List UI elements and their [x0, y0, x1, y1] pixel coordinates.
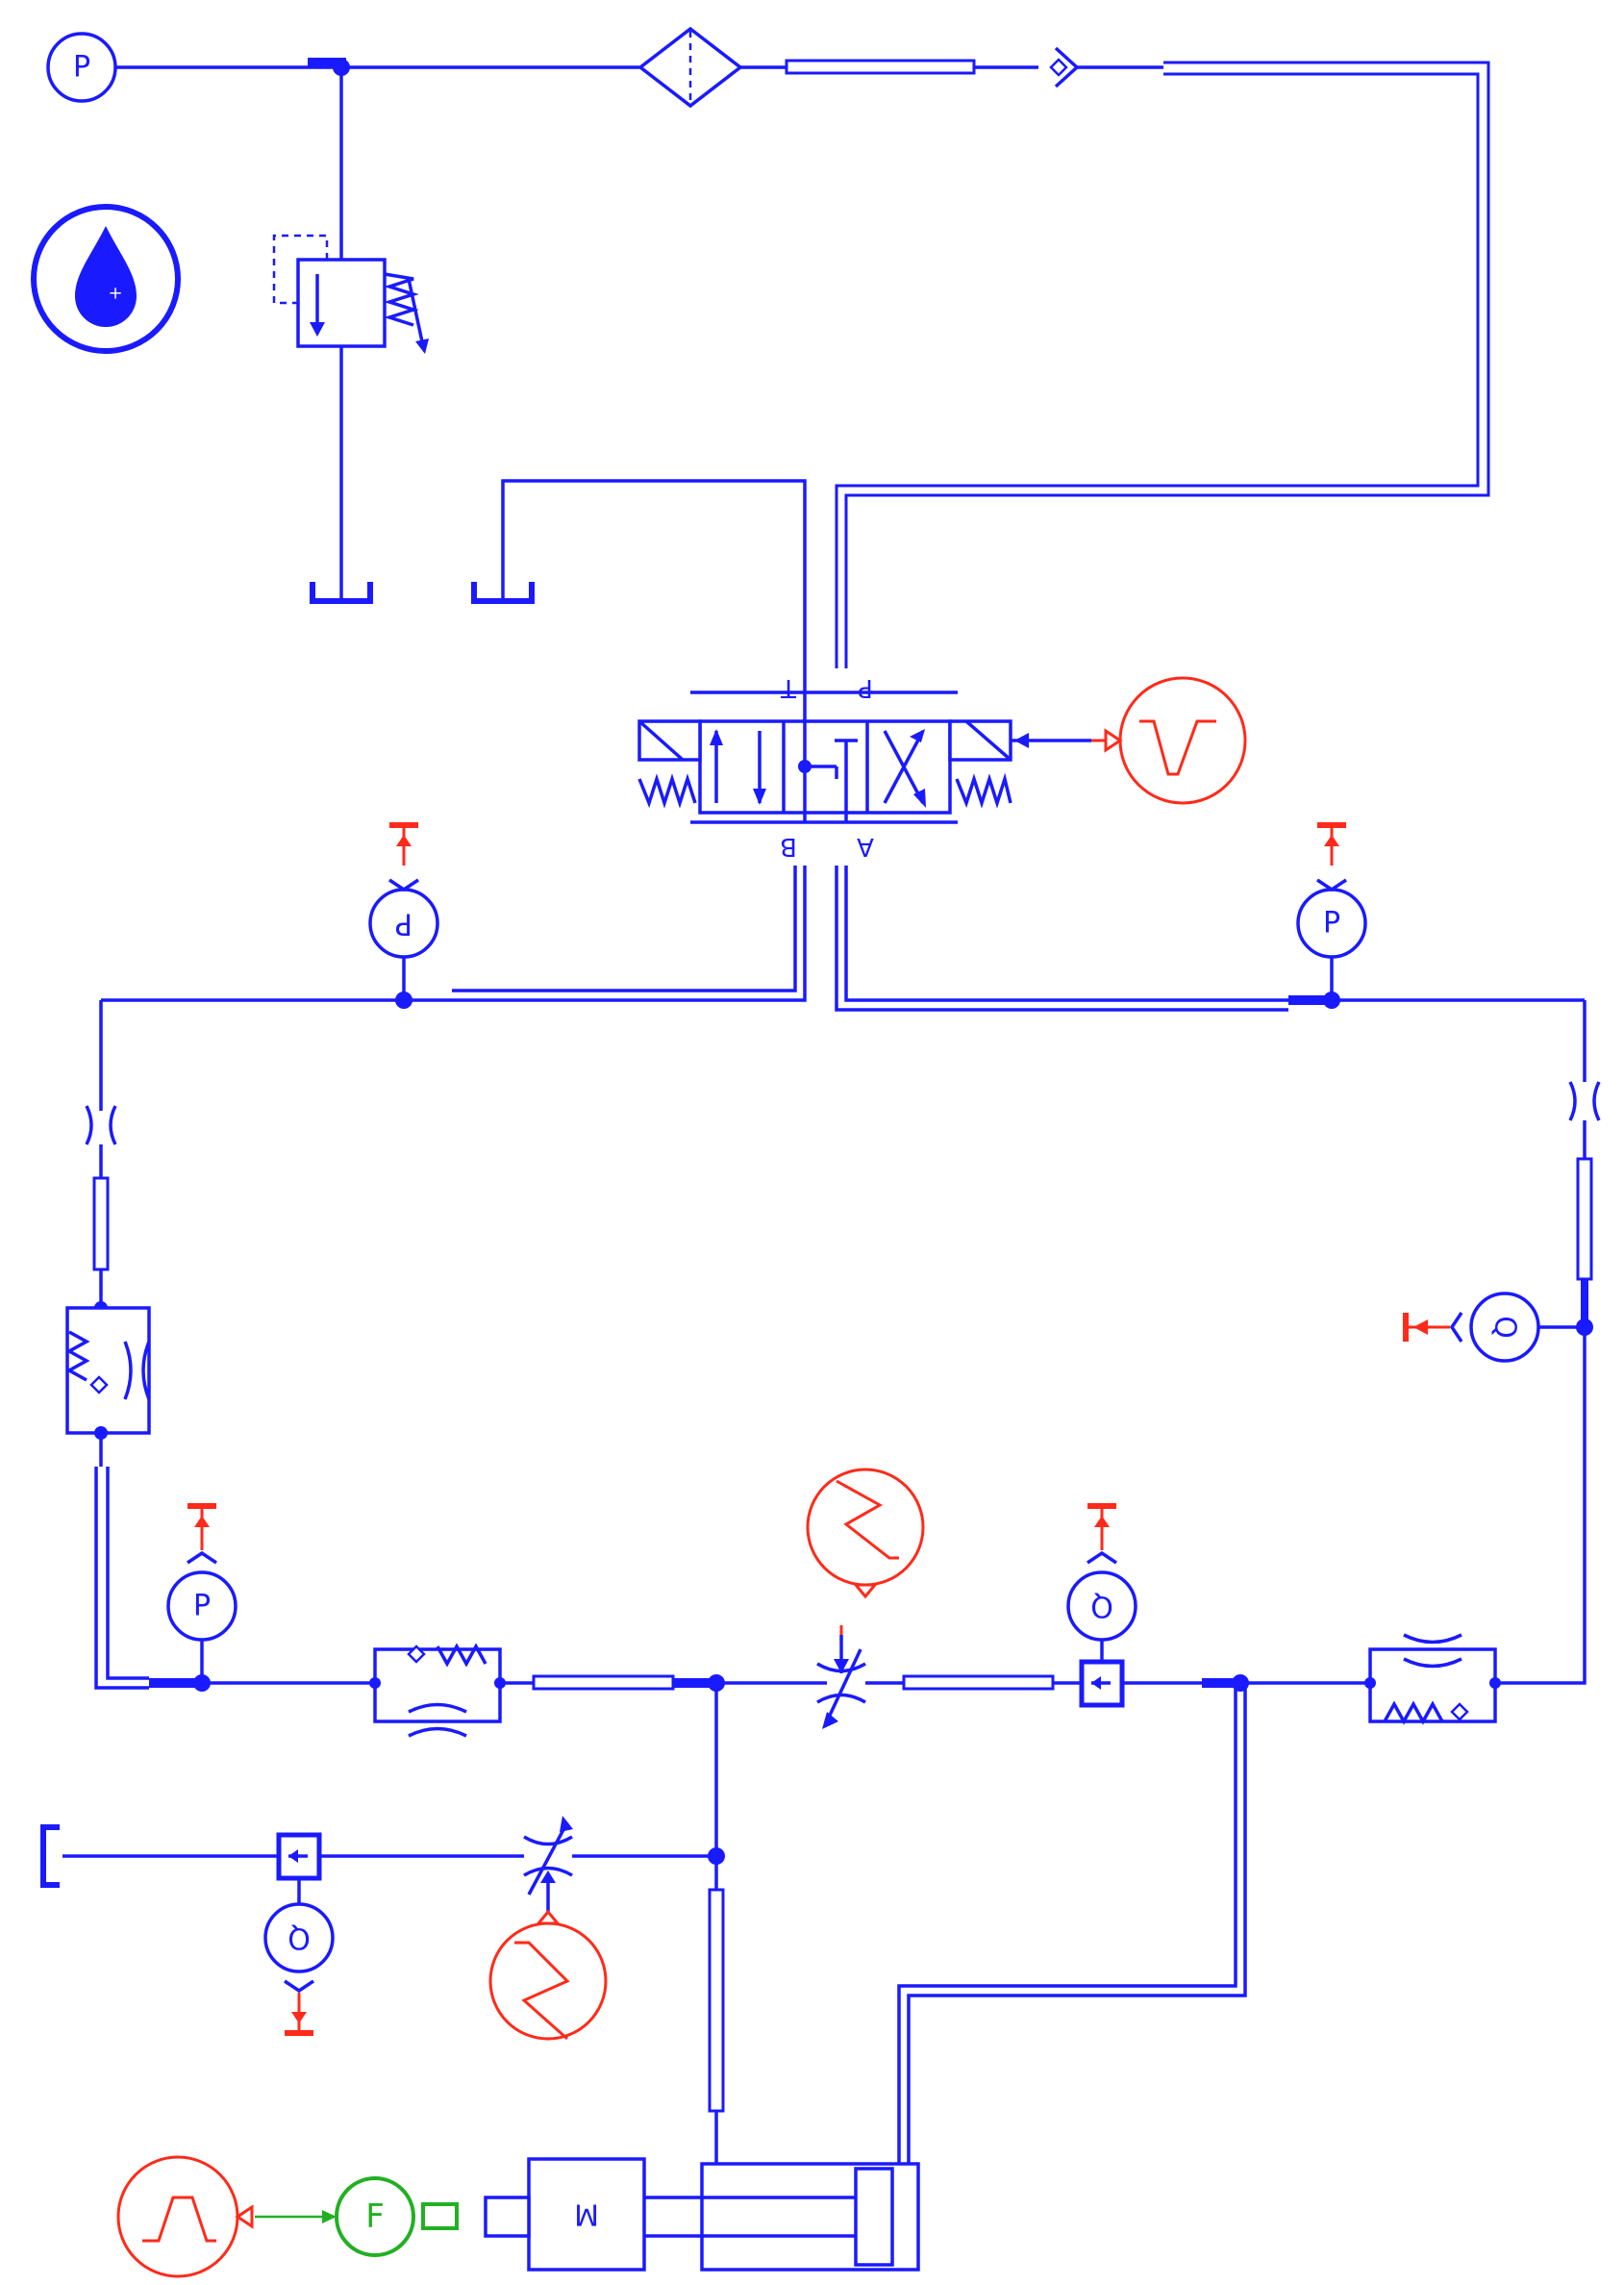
cylinder-a-pipe — [708, 1888, 725, 2113]
check-valve-supply[interactable] — [1049, 46, 1080, 88]
valve-port-p: P — [858, 673, 873, 702]
flow-sensor-right[interactable]: Q — [1066, 1570, 1137, 1642]
left-pipe-1 — [92, 1176, 110, 1271]
port-b-pipe-inner — [452, 866, 797, 992]
relief-valve[interactable] — [272, 234, 429, 354]
cylinder-b-pipe-outer — [897, 1683, 1237, 2164]
left-pipe-2-inner — [106, 1467, 149, 1680]
valve-port-t: T — [781, 673, 797, 702]
fluid-properties-block[interactable]: + — [31, 204, 181, 354]
flow-meter-lower[interactable] — [276, 1832, 322, 1881]
variable-orifice-lower[interactable] — [523, 1816, 573, 1896]
right-pipe-1 — [1576, 1157, 1593, 1281]
supply-pipe-segment — [785, 59, 976, 75]
svg-text:+: + — [108, 284, 122, 304]
bottom-pipe-1 — [532, 1674, 675, 1691]
variable-orifice-top[interactable] — [816, 1648, 866, 1729]
supply-pipe-inner — [835, 72, 1480, 668]
check-orifice-right[interactable] — [1368, 1633, 1497, 1725]
force-source[interactable]: F — [335, 2176, 415, 2257]
pressure-sensor-b[interactable]: P — [368, 888, 439, 959]
orifice-signal-source-lower[interactable] — [488, 1909, 608, 2041]
pressure-sensor-b-label: P — [395, 907, 412, 941]
tank-return — [471, 582, 535, 604]
port-a-line — [844, 866, 1288, 1002]
check-orifice-left[interactable] — [65, 1306, 151, 1435]
valve-port-a: A — [857, 832, 874, 861]
right-lower-line — [1495, 1327, 1587, 1685]
force-connector — [421, 2202, 459, 2230]
load-mass[interactable]: M — [527, 2157, 646, 2272]
hydraulic-cylinder[interactable] — [644, 2162, 920, 2272]
pressure-sensor-left-label: P — [193, 1590, 211, 1623]
tank-lower — [40, 1824, 60, 1888]
bottom-pipe-2 — [902, 1674, 1055, 1691]
force-signal-source[interactable] — [116, 2155, 254, 2278]
flow-meter-right[interactable] — [1079, 1659, 1125, 1708]
flow-sensor-lower[interactable]: Q — [263, 1902, 335, 1973]
tank-relief — [310, 582, 373, 604]
orifice-right-upper[interactable] — [1568, 1081, 1601, 1121]
orifice-signal-source-top[interactable] — [806, 1468, 925, 1599]
flow-sensor-right-label: Q — [1090, 1590, 1113, 1623]
port-a-pipe-inner — [835, 866, 1288, 1012]
orifice-left-upper[interactable] — [85, 1105, 117, 1145]
filter[interactable] — [637, 26, 743, 109]
tank-return-line — [501, 479, 807, 692]
left-pipe-2 — [94, 1467, 149, 1690]
pressure-source[interactable]: P — [46, 32, 117, 103]
valve-port-b: B — [780, 832, 797, 861]
directional-valve[interactable] — [637, 691, 1012, 824]
cylinder-b-pipe-inner — [907, 1683, 1247, 2164]
mass-connector — [484, 2196, 531, 2238]
pressure-sensor-a[interactable]: P — [1296, 888, 1367, 959]
pressure-sensor-left[interactable]: P — [166, 1570, 237, 1642]
load-mass-label: M — [574, 2197, 599, 2231]
force-source-label: F — [365, 2197, 385, 2236]
fluid-drop-icon — [75, 226, 137, 327]
port-b-line — [101, 866, 807, 1002]
pressure-source-label: P — [73, 51, 90, 85]
flow-sensor-vertical[interactable]: Q — [1469, 1292, 1540, 1363]
supply-pipe-outer — [844, 61, 1490, 668]
check-orifice-bottom-left[interactable] — [373, 1643, 502, 1738]
flow-sensor-lower-label: Q — [287, 1921, 311, 1955]
pressure-sensor-a-label: P — [1323, 907, 1340, 941]
flow-sensor-vertical-label: Q — [1488, 1316, 1522, 1339]
valve-signal-source[interactable] — [1104, 676, 1247, 805]
